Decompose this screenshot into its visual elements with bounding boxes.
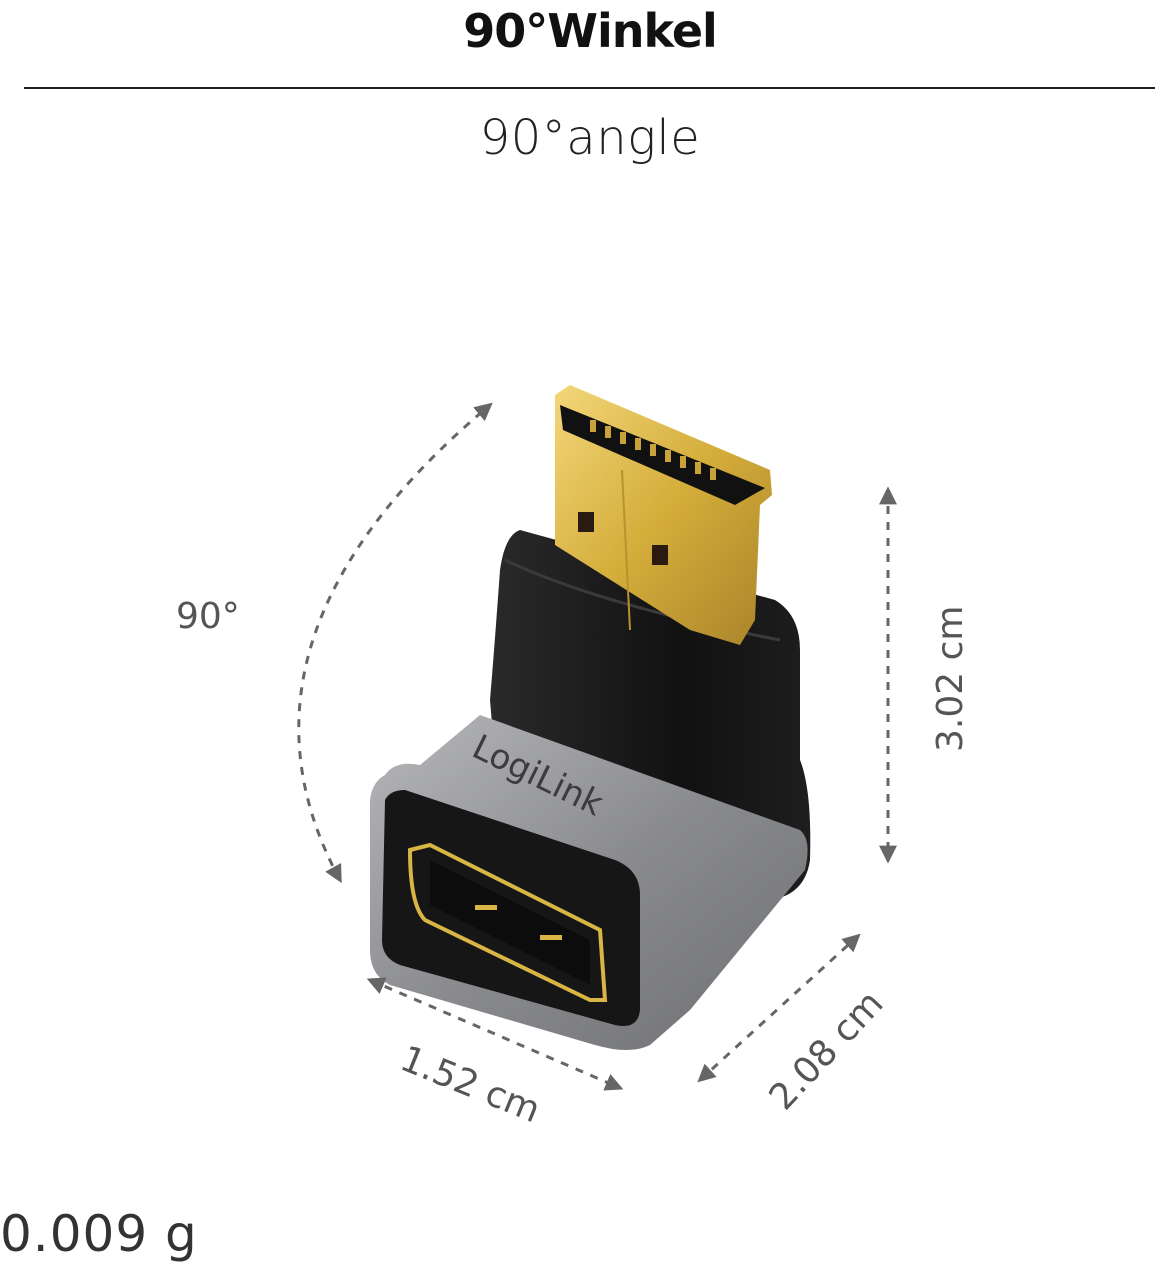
angle-label: 90°	[176, 596, 240, 637]
divider-line	[24, 87, 1155, 89]
title-english: 90°angle	[479, 110, 701, 166]
height-label: 3.02 cm	[930, 606, 971, 752]
weight-label: 0.009 g	[0, 1205, 198, 1263]
width-label: 1.52 cm	[395, 1038, 546, 1131]
angle-arc	[297, 402, 493, 884]
dimension-lines	[297, 402, 897, 1091]
title-german: 90°Winkel	[463, 4, 718, 58]
hdmi-male-plug	[555, 385, 772, 645]
depth-line	[697, 933, 861, 1083]
width-line	[366, 977, 624, 1091]
depth-label: 2.08 cm	[762, 983, 892, 1118]
